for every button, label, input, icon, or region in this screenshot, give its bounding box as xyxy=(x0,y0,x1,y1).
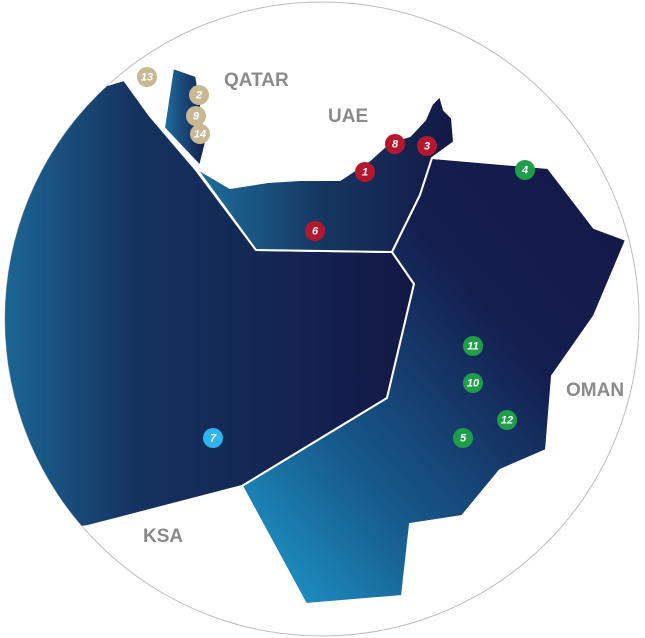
marker-11[interactable]: 11 xyxy=(463,336,483,356)
marker-number: 12 xyxy=(501,415,513,427)
label-oman: OMAN xyxy=(566,380,624,401)
marker-7[interactable]: 7 xyxy=(203,428,223,448)
marker-dot xyxy=(203,428,223,448)
marker-dot xyxy=(515,160,535,180)
marker-number: 1 xyxy=(362,167,368,179)
marker-number: 2 xyxy=(195,90,202,102)
marker-number: 11 xyxy=(467,341,478,353)
marker-2[interactable]: 2 xyxy=(189,85,209,105)
marker-number: 8 xyxy=(392,139,399,151)
marker-number: 13 xyxy=(141,72,153,84)
marker-number: 6 xyxy=(312,226,319,238)
marker-9[interactable]: 9 xyxy=(186,106,206,126)
marker-14[interactable]: 14 xyxy=(190,124,210,144)
marker-dot xyxy=(417,136,437,156)
marker-dot xyxy=(190,124,210,144)
marker-number: 9 xyxy=(193,111,200,123)
marker-13[interactable]: 13 xyxy=(137,67,157,87)
marker-number: 14 xyxy=(194,129,206,141)
label-qatar: QATAR xyxy=(224,70,289,91)
marker-dot xyxy=(453,428,473,448)
marker-number: 10 xyxy=(467,378,480,390)
marker-12[interactable]: 12 xyxy=(497,410,517,430)
marker-number: 7 xyxy=(210,433,217,445)
marker-5[interactable]: 5 xyxy=(453,428,473,448)
marker-4[interactable]: 4 xyxy=(515,160,535,180)
label-uae: UAE xyxy=(328,106,368,127)
marker-dot xyxy=(305,221,325,241)
region-oman[interactable] xyxy=(241,157,627,605)
marker-dot xyxy=(137,67,157,87)
marker-dot xyxy=(497,410,517,430)
marker-number: 3 xyxy=(424,141,430,153)
marker-dot xyxy=(463,373,483,393)
marker-number: 4 xyxy=(521,165,528,177)
marker-10[interactable]: 10 xyxy=(463,373,483,393)
label-ksa: KSA xyxy=(143,526,183,547)
marker-6[interactable]: 6 xyxy=(305,221,325,241)
marker-dot xyxy=(189,85,209,105)
marker-number: 5 xyxy=(460,433,467,445)
marker-8[interactable]: 8 xyxy=(385,134,405,154)
marker-dot xyxy=(463,336,483,356)
marker-dot xyxy=(186,106,206,126)
marker-dot xyxy=(355,162,375,182)
marker-3[interactable]: 3 xyxy=(417,136,437,156)
marker-dot xyxy=(385,134,405,154)
marker-1[interactable]: 1 xyxy=(355,162,375,182)
